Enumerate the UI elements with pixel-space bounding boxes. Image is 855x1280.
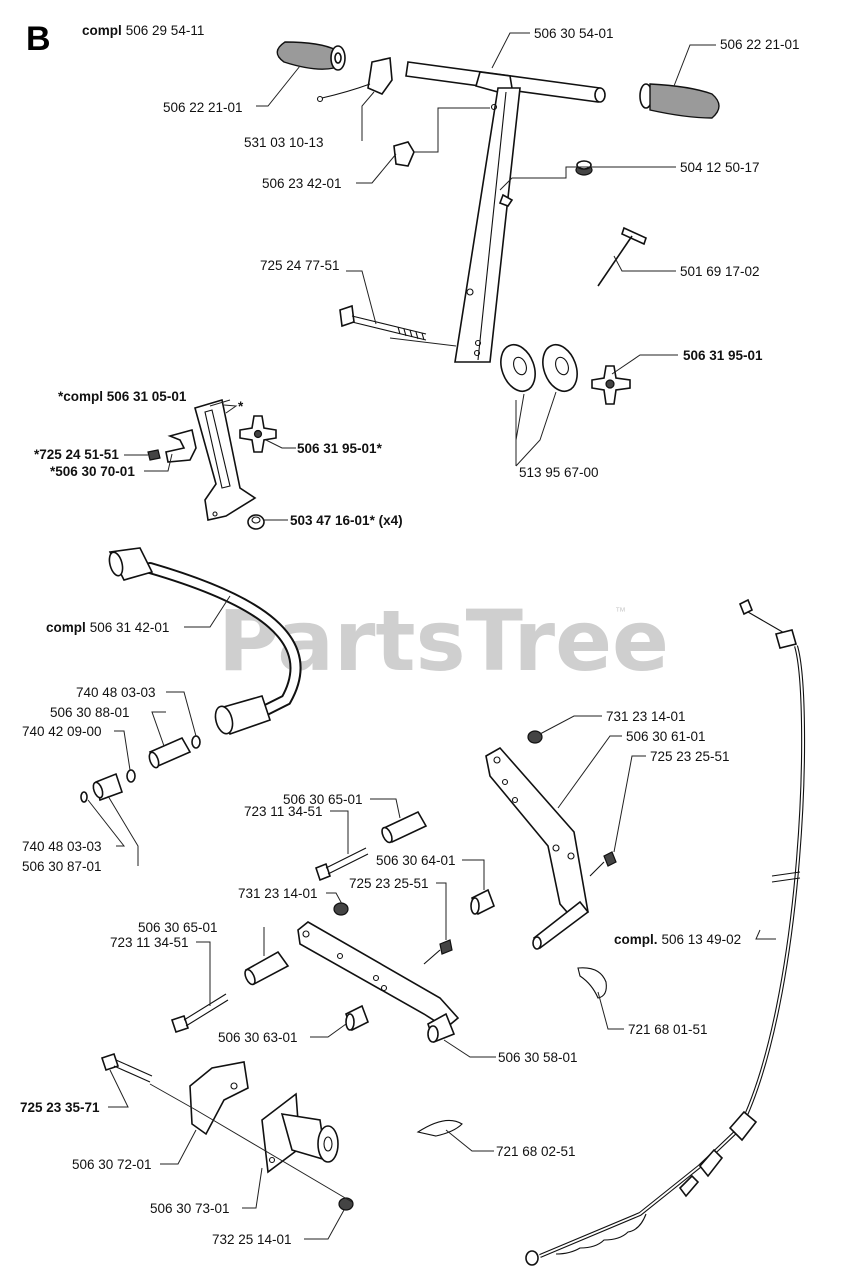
- label-sleeve: 503 47 16-01* (x4): [290, 513, 403, 528]
- bolt-lower-part[interactable]: [170, 993, 229, 1034]
- label-cable-number: 506 13 49-02: [662, 932, 742, 947]
- label-compl-number: 506 29 54-11: [126, 23, 205, 38]
- screw-upper-part[interactable]: [589, 851, 617, 877]
- lever-part[interactable]: [316, 57, 393, 103]
- ring-c-part[interactable]: [80, 791, 88, 803]
- screw-bracket-part[interactable]: [147, 449, 161, 461]
- screw-mid-part[interactable]: [423, 939, 453, 965]
- label-knob-bold: 506 31 95-01: [683, 348, 763, 363]
- clip-part[interactable]: [393, 141, 415, 167]
- label-bracket-compl: *compl 506 31 05-01: [58, 389, 187, 404]
- label-ring-a: 740 48 03-03: [76, 685, 156, 700]
- upright-tube-part[interactable]: [454, 87, 521, 363]
- label-screw-bracket: *725 24 51-51: [34, 447, 119, 462]
- arm-upper-part[interactable]: [485, 746, 590, 950]
- fitting-b-part[interactable]: [92, 772, 124, 802]
- label-spacer-short: 506 30 64-01: [376, 853, 456, 868]
- bolt-long-part[interactable]: [339, 304, 427, 341]
- label-fitting-b: 506 30 87-01: [22, 859, 102, 874]
- bolt-upper-part[interactable]: [315, 847, 369, 882]
- label-clip: 506 23 42-01: [262, 176, 342, 191]
- label-ring-b: 740 42 09-00: [22, 724, 102, 739]
- label-bracket-star: *: [238, 399, 244, 414]
- label-bolt-upper: 723 11 34-51: [244, 804, 323, 819]
- label-nut-top: 504 12 50-17: [680, 160, 760, 175]
- label-compl-prefix: compl: [82, 23, 122, 38]
- label-bolt-lower: 723 11 34-51: [110, 935, 189, 950]
- label-spacer-upper: 506 30 65-01: [283, 792, 363, 807]
- grip-left-part[interactable]: [276, 41, 346, 71]
- pin-upper-part[interactable]: [577, 967, 607, 999]
- knob-top-part[interactable]: [591, 365, 631, 405]
- bolt-bracket-part[interactable]: [100, 1052, 153, 1083]
- label-hose-compl: compl 506 31 42-01: [46, 620, 169, 635]
- nut-lower-part[interactable]: [333, 902, 349, 916]
- label-lever: 531 03 10-13: [244, 135, 324, 150]
- label-knob-star: 506 31 95-01*: [297, 441, 383, 456]
- label-bracket-u: 506 30 72-01: [72, 1157, 152, 1172]
- bracket-u-part[interactable]: [189, 1061, 249, 1136]
- spacer-lower-part[interactable]: [243, 950, 290, 986]
- label-nut-upper: 731 23 14-01: [606, 709, 686, 724]
- label-ratchet: 513 95 67-00: [519, 465, 599, 480]
- ratchet-part[interactable]: [495, 340, 583, 396]
- label-screw-mid: 725 23 25-51: [349, 876, 429, 891]
- label-compl-assembly: compl 506 29 54-11: [82, 23, 204, 38]
- grip-right-part[interactable]: [639, 83, 720, 119]
- plate-pin-part[interactable]: [261, 1092, 339, 1174]
- label-plate-pin: 506 30 73-01: [150, 1201, 230, 1216]
- pin-lower-part[interactable]: [416, 1119, 463, 1137]
- label-pin-lower: 721 68 02-51: [496, 1144, 576, 1159]
- label-pin-upper: 721 68 01-51: [628, 1022, 708, 1037]
- section-letter: B: [26, 20, 51, 58]
- ring-b-part[interactable]: [126, 769, 136, 783]
- label-spacer-lower: 506 30 65-01: [138, 920, 218, 935]
- spacer-short-part[interactable]: [470, 888, 496, 916]
- leader-lines: [87, 32, 776, 1240]
- label-arm-lower: 506 30 58-01: [498, 1050, 578, 1065]
- label-nut-bottom: 732 25 14-01: [212, 1232, 292, 1247]
- spacer-mid-part[interactable]: [344, 1004, 370, 1032]
- label-grip-left: 506 22 21-01: [163, 100, 243, 115]
- label-grip-right: 506 22 21-01: [720, 37, 800, 52]
- cable-part[interactable]: [525, 598, 806, 1266]
- label-nut-lower: 731 23 14-01: [238, 886, 318, 901]
- label-cable-compl: compl. 506 13 49-02: [614, 932, 741, 947]
- nut-upper-part[interactable]: [527, 730, 543, 744]
- label-bolt-long: 725 24 77-51: [260, 258, 340, 273]
- ring-a-part[interactable]: [191, 735, 201, 749]
- label-cable-prefix: compl.: [614, 932, 658, 947]
- label-ring-c: 740 48 03-03: [22, 839, 102, 854]
- label-fitting-a: 506 30 88-01: [50, 705, 130, 720]
- label-tool: 501 69 17-02: [680, 264, 760, 279]
- label-clip-bracket: *506 30 70-01: [50, 464, 135, 479]
- bracket-part[interactable]: [194, 398, 257, 521]
- label-bolt-bracket: 725 23 35-71: [20, 1100, 100, 1115]
- label-hose-prefix: compl: [46, 620, 86, 635]
- hose-part[interactable]: [107, 547, 302, 736]
- clip-bracket-part[interactable]: [165, 429, 197, 463]
- tool-part[interactable]: [597, 226, 647, 287]
- sleeve-part[interactable]: [247, 514, 265, 530]
- label-hose-number: 506 31 42-01: [90, 620, 170, 635]
- knob-star-part[interactable]: [239, 415, 277, 453]
- label-arm-upper: 506 30 61-01: [626, 729, 706, 744]
- label-handlebar: 506 30 54-01: [534, 26, 614, 41]
- nut-bottom-part[interactable]: [338, 1197, 354, 1211]
- fitting-a-part[interactable]: [148, 736, 192, 769]
- nut-top-part[interactable]: [575, 160, 593, 176]
- spacer-upper-part[interactable]: [380, 810, 428, 844]
- label-spacer-mid: 506 30 63-01: [218, 1030, 298, 1045]
- label-screw-upper: 725 23 25-51: [650, 749, 730, 764]
- watermark-trademark: ™: [615, 606, 626, 618]
- arm-lower-part[interactable]: [297, 921, 460, 1044]
